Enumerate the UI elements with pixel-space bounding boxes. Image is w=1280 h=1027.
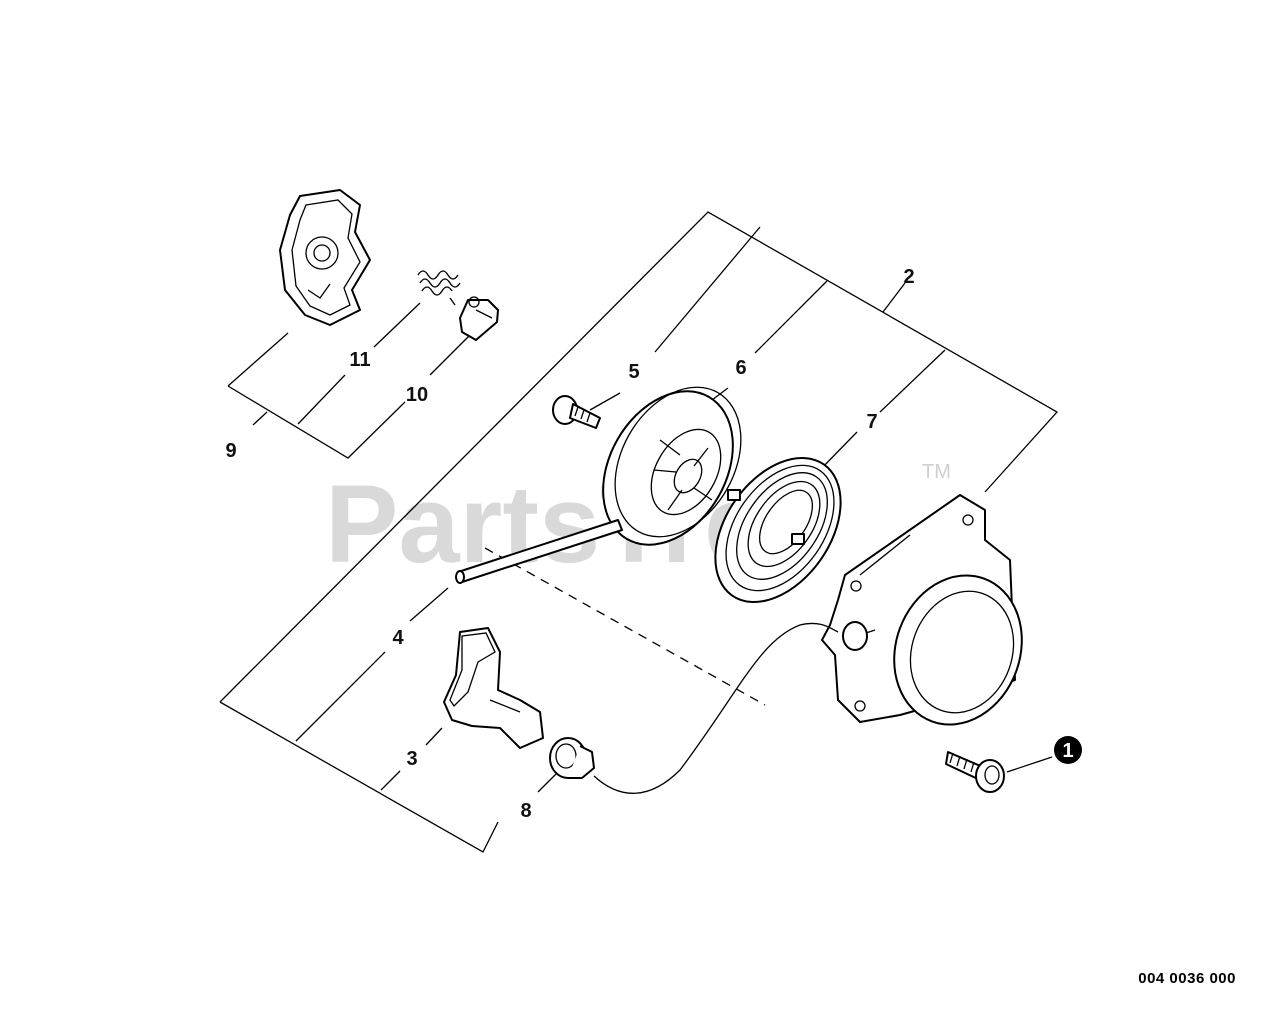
callout-1: 1 [1054,736,1082,764]
spring-part-11 [417,270,461,306]
callout-10: 10 [406,384,428,406]
callout-8: 8 [520,800,531,822]
callout-5: 5 [628,361,639,383]
callout-11: 11 [349,349,370,371]
callout-3: 3 [406,748,417,770]
pawl-plate-part-9 [279,189,371,326]
callout-6: 6 [735,357,746,379]
callout-9: 9 [225,440,236,462]
callout-7: 7 [866,411,877,433]
callout-2: 2 [903,266,914,288]
callout-1-label: 1 [1062,740,1073,762]
rope-part-4 [455,519,623,584]
centerline [484,547,766,706]
callout-4: 4 [392,627,404,649]
reel-part-6 [602,386,742,546]
pawl-part-10 [459,296,499,341]
assembly-bracket-9 [227,302,471,459]
assembly-bracket-2 [219,211,1059,853]
starter-rope-path [593,622,839,794]
leader-1 [1006,756,1053,773]
document-number: 004 0036 000 [1138,970,1236,987]
leader-8 [537,771,559,793]
grommet-part-8 [549,737,595,779]
handle-part-3 [443,627,544,749]
screw-part-5 [552,395,601,429]
recoil-housing-part-2 [821,494,1023,726]
watermark-tm: TM [922,461,951,483]
recoil-spring-part-7 [714,456,842,604]
bolt-part-1 [945,751,1005,793]
